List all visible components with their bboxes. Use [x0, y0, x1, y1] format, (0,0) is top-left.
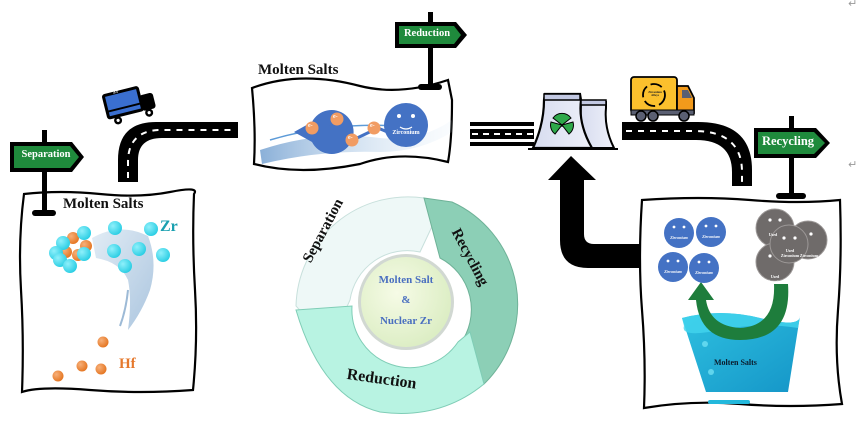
used-zirconium-label-2a: Used: [770, 274, 780, 279]
top-panel-title: Molten Salts: [258, 62, 339, 78]
used-zirconium-label-2b: Zirconium: [765, 279, 785, 284]
fresh-zirconium-label-4: Zirconium: [695, 270, 713, 275]
paragraph-mark-2: ↵: [848, 158, 858, 171]
electron-label-2: e-: [333, 114, 338, 120]
electron-label-3: e-: [348, 135, 353, 141]
truck-left-icon: [102, 86, 156, 125]
recycling-signpost: [754, 116, 830, 199]
zr-ion-label: Zr4+: [279, 128, 295, 136]
cycle-diagram: [295, 196, 519, 414]
fresh-zirconium-label-3: Zirconium: [664, 269, 682, 274]
used-zirconium-label-4b: Zirconium: [799, 253, 819, 258]
return-arrow-icon: [548, 156, 642, 268]
sign-separation: Separation: [21, 149, 71, 160]
electron-label-4: e-: [370, 123, 375, 129]
left-panel: [18, 188, 198, 394]
used-zirconium-group: [755, 208, 828, 282]
zirconium-label: Zirconium: [392, 130, 420, 136]
right-panel: [638, 196, 844, 410]
bucket-label: Molten Salts: [714, 358, 757, 367]
road-center: [470, 122, 534, 146]
reduction-signpost: [395, 12, 467, 90]
sign-reduction: Reduction: [403, 28, 451, 39]
used-zirconium-label-3a: Used: [768, 232, 778, 237]
left-panel-title: Molten Salts: [63, 196, 144, 212]
nuclear-plant-icon: [528, 92, 618, 150]
separation-signpost: [10, 130, 84, 216]
top-panel: [250, 77, 454, 172]
sign-recycling: Recycling: [761, 134, 815, 148]
fresh-zirconium-label-1: Zirconium: [670, 235, 688, 240]
cycle-center-line3: Nuclear Zr: [379, 315, 433, 327]
fresh-zirconium-group: [658, 217, 726, 283]
hf-label: Hf: [119, 356, 136, 372]
used-zirconium-label-1a: Used: [785, 248, 795, 253]
truck-right-icon: [630, 76, 695, 122]
fresh-zirconium-label-2: Zirconium: [702, 234, 720, 239]
cycle-center-line1: Molten Salt: [378, 274, 434, 286]
road-right: [622, 122, 752, 186]
paragraph-mark-1: ↵: [848, 0, 858, 10]
truck-right-cargo-label: Zirconium Alloys: [648, 90, 662, 97]
electron-label-1: e-: [308, 123, 313, 129]
road-left: [118, 122, 238, 182]
cycle-center-line2: &: [401, 294, 411, 306]
used-zirconium-label-1b: Zirconium: [780, 253, 800, 258]
zr-label: Zr: [160, 218, 178, 235]
